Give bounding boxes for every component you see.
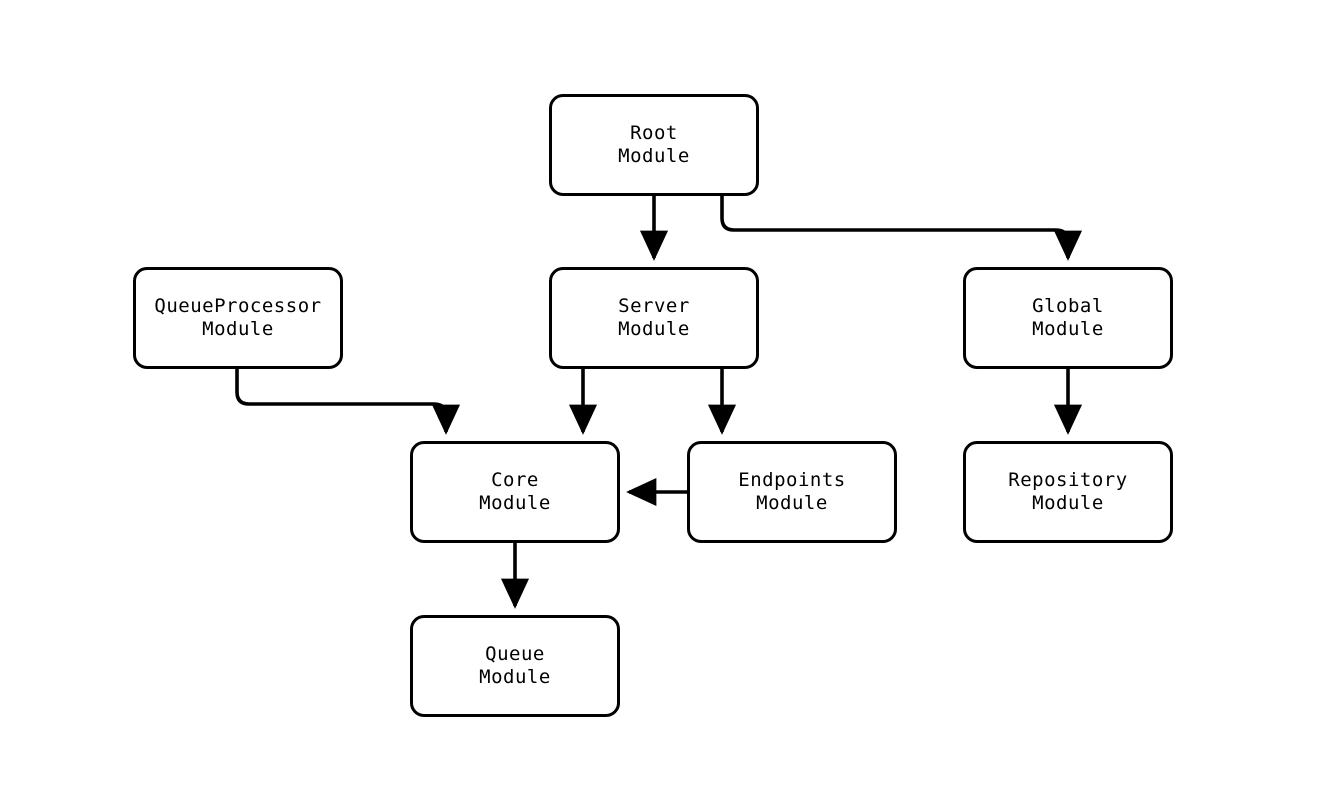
node-repository-module-label-line2: Module [1032, 492, 1104, 514]
node-queueprocessor-module-label-line1: QueueProcessor [154, 295, 322, 317]
node-queue-module-label-line2: Module [479, 666, 551, 688]
node-global-module[interactable]: Global Module [963, 267, 1173, 369]
node-server-module[interactable]: Server Module [549, 267, 759, 369]
node-core-module-label-line2: Module [479, 492, 551, 514]
node-endpoints-module-label-line1: Endpoints [738, 469, 846, 491]
node-repository-module-label-line1: Repository [1008, 469, 1128, 491]
node-queueprocessor-module-label-line2: Module [202, 318, 274, 340]
node-server-module-label-line1: Server [618, 295, 690, 317]
node-global-module-label-line2: Module [1032, 318, 1104, 340]
edge-root-to-global [720, 196, 1083, 261]
node-endpoints-module[interactable]: Endpoints Module [687, 441, 897, 543]
node-queueprocessor-module[interactable]: QueueProcessor Module [133, 267, 343, 369]
node-queue-module[interactable]: Queue Module [410, 615, 620, 717]
node-core-module[interactable]: Core Module [410, 441, 620, 543]
node-repository-module[interactable]: Repository Module [963, 441, 1173, 543]
node-root-module-label-line2: Module [618, 145, 690, 167]
node-core-module-label-line1: Core [491, 469, 539, 491]
node-endpoints-module-label-line2: Module [756, 492, 828, 514]
node-global-module-label-line1: Global [1032, 295, 1104, 317]
node-server-module-label-line2: Module [618, 318, 690, 340]
node-root-module-label-line1: Root [630, 122, 678, 144]
edge-queueprocessor-to-core [235, 369, 461, 435]
node-queue-module-label-line1: Queue [485, 643, 545, 665]
node-root-module[interactable]: Root Module [549, 94, 759, 196]
